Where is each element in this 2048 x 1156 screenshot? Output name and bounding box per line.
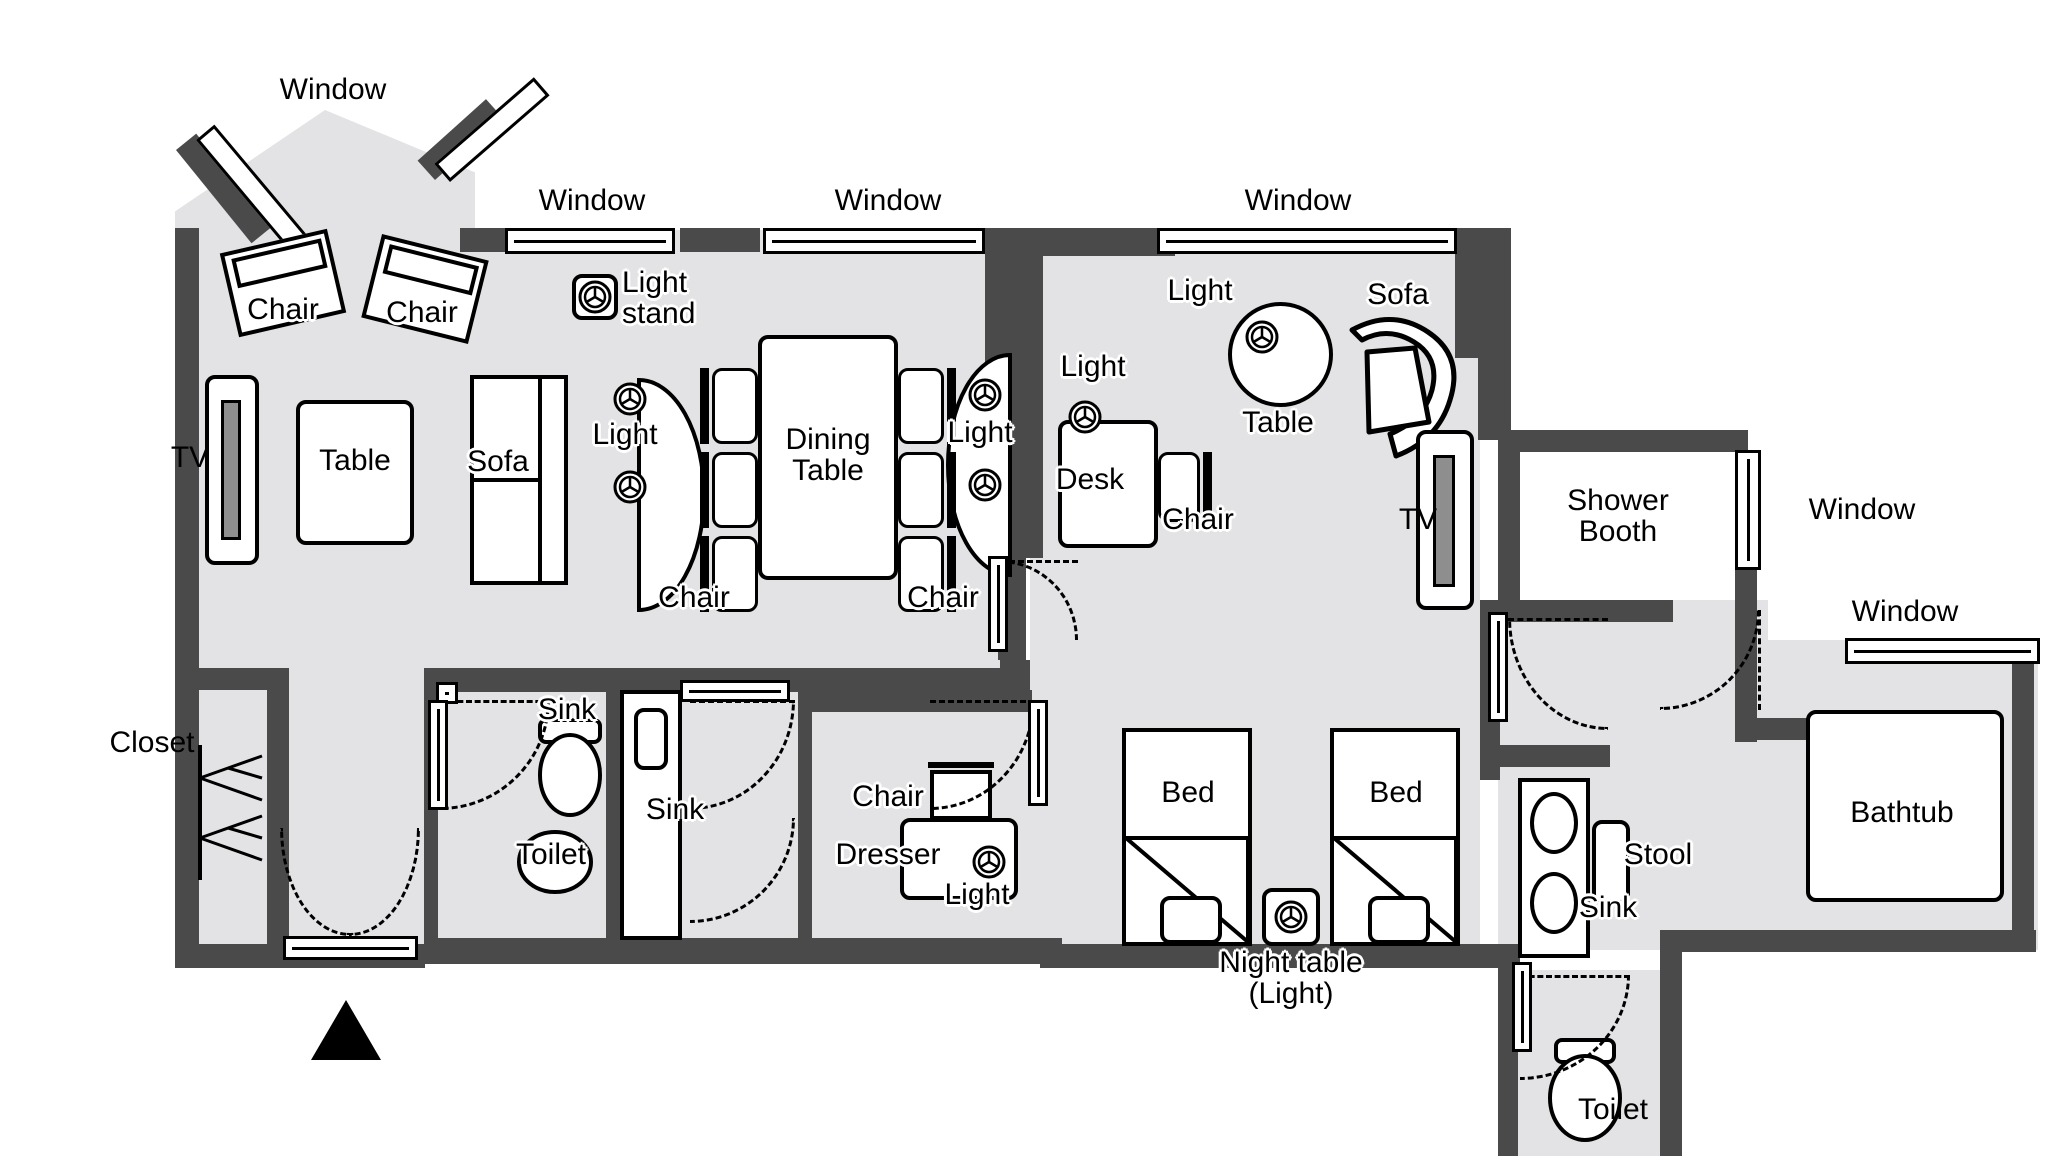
light-icon-dining-right-top bbox=[968, 378, 1002, 412]
dining-chair-l3-back bbox=[700, 536, 709, 612]
dining-chair-r1-back bbox=[947, 368, 956, 444]
door-dash-living-right bbox=[1000, 560, 1078, 563]
desk[interactable] bbox=[1058, 420, 1158, 548]
wall-closet-right bbox=[267, 690, 289, 944]
dining-chair-r2-back bbox=[947, 452, 956, 528]
dining-chair-l2[interactable] bbox=[712, 452, 758, 528]
dining-chair-l1-back bbox=[700, 368, 709, 444]
light-icon-bedroom-table bbox=[1245, 320, 1279, 354]
dining-chair-l2-back bbox=[700, 452, 709, 528]
door-dash-toilet-room bbox=[1520, 975, 1630, 978]
stool[interactable] bbox=[1592, 820, 1630, 904]
bedroom-round-table[interactable] bbox=[1228, 302, 1333, 407]
label-window-bedroom: Window bbox=[1244, 184, 1352, 217]
desk-chair-back bbox=[1203, 452, 1212, 522]
dining-chair-l3[interactable] bbox=[712, 536, 758, 612]
wall-corridor-left-lower bbox=[1480, 745, 1610, 767]
light-icon-sofa-bottom bbox=[613, 470, 647, 504]
wall-shower-top bbox=[1498, 430, 1748, 452]
entrance-arrow-icon bbox=[311, 1000, 381, 1060]
dining-chair-r3-back bbox=[947, 536, 956, 612]
door-leaf-living-right[interactable] bbox=[988, 556, 1008, 652]
door-dash-corridor bbox=[1508, 618, 1608, 621]
door-dash-shower bbox=[1758, 610, 1761, 710]
window-living-right bbox=[763, 228, 985, 254]
tv-living-screen bbox=[221, 400, 241, 540]
dining-chair-r3[interactable] bbox=[898, 536, 944, 612]
wall-powder-vert-b bbox=[606, 690, 620, 940]
door-leaf-dressing[interactable] bbox=[1028, 700, 1048, 806]
table-living[interactable] bbox=[296, 400, 414, 545]
light-icon-desk bbox=[1068, 400, 1102, 434]
light-icon-stand bbox=[578, 280, 612, 314]
light-icon-dresser bbox=[972, 845, 1006, 879]
wall-shower-left bbox=[1498, 430, 1520, 605]
sink-left-basin bbox=[634, 708, 668, 770]
wall-powder-vert-c bbox=[798, 690, 812, 940]
door-leaf-powder-a2[interactable] bbox=[428, 700, 448, 810]
wall-bath-right bbox=[2012, 640, 2034, 930]
label-window-shower: Window bbox=[1808, 493, 1916, 526]
sink-left-cabinet[interactable] bbox=[620, 690, 682, 940]
window-bedroom bbox=[1157, 228, 1457, 254]
window-shower bbox=[1735, 450, 1761, 570]
sofa-living-divider bbox=[470, 478, 542, 482]
wall-bedroom-right-upper bbox=[1478, 250, 1511, 440]
door-dash-dressing bbox=[930, 700, 1035, 703]
door-leaf-toilet-room[interactable] bbox=[1512, 962, 1532, 1052]
wall-toiletroom-right bbox=[1660, 952, 1682, 1156]
tv-bedroom-screen bbox=[1433, 455, 1455, 587]
bed-right-pillow bbox=[1368, 896, 1430, 944]
dresser[interactable] bbox=[900, 818, 1018, 900]
wall-left-outer bbox=[175, 228, 199, 968]
wall-top-living-b bbox=[680, 228, 760, 252]
window-bathtub bbox=[1845, 638, 2040, 664]
wall-powder-bottom bbox=[424, 938, 814, 964]
light-icon-dining-right-bottom bbox=[968, 468, 1002, 502]
door-entry-opening[interactable] bbox=[283, 936, 418, 960]
light-icon-sofa-top bbox=[613, 382, 647, 416]
wall-shower-bottom bbox=[1498, 600, 1673, 622]
dining-chair-l1[interactable] bbox=[712, 368, 758, 444]
sink-basin-right-bottom bbox=[1530, 872, 1578, 934]
wall-dressing-bottom bbox=[812, 938, 1062, 964]
window-living-left bbox=[505, 228, 675, 254]
label-window-living-right: Window bbox=[834, 184, 942, 217]
wall-bedroom-bottom bbox=[1040, 944, 1520, 968]
wall-living-bottom-left bbox=[199, 668, 289, 690]
bathtub[interactable] bbox=[1806, 710, 2004, 902]
label-shower-booth: Shower Booth bbox=[1567, 484, 1669, 548]
door-leaf-powder-b[interactable] bbox=[680, 680, 790, 702]
door-dash-powder-a bbox=[440, 700, 550, 703]
label-window-bay: Window bbox=[279, 73, 387, 106]
door-leaf-corridor[interactable] bbox=[1488, 612, 1508, 722]
light-icon-night-table bbox=[1274, 900, 1308, 934]
label-window-bathtub: Window bbox=[1851, 595, 1959, 628]
dining-chair-r1[interactable] bbox=[898, 368, 944, 444]
label-window-living-left: Window bbox=[538, 184, 646, 217]
desk-chair[interactable] bbox=[1158, 452, 1200, 522]
wall-bath-bottom bbox=[1660, 930, 2036, 952]
sink-basin-right-top bbox=[1530, 792, 1578, 854]
bed-left-pillow bbox=[1160, 896, 1222, 944]
dining-chair-r2[interactable] bbox=[898, 452, 944, 528]
dining-table[interactable] bbox=[758, 335, 898, 580]
